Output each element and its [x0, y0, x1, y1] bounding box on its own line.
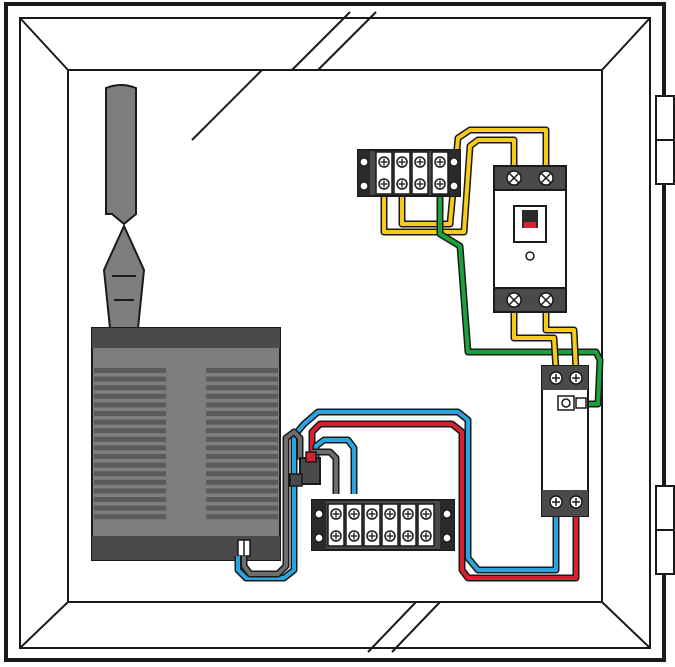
fin	[206, 402, 278, 408]
fin	[206, 385, 278, 391]
fin	[206, 445, 278, 451]
fin	[94, 497, 166, 502]
fin	[94, 462, 166, 468]
hinge-bottom	[655, 485, 675, 575]
fin	[206, 454, 278, 459]
hinge-top	[655, 95, 675, 185]
fin	[94, 368, 166, 373]
connector	[289, 451, 321, 487]
fin	[94, 514, 166, 520]
fin	[206, 471, 278, 477]
fin	[206, 411, 278, 416]
terminal-block-top	[357, 149, 461, 197]
fin	[94, 505, 166, 511]
fin	[206, 428, 278, 434]
fin	[94, 445, 166, 451]
breaker-indicator	[524, 222, 536, 228]
heat-sink-fins-left	[94, 368, 166, 520]
fin	[94, 385, 166, 391]
fin	[94, 393, 166, 399]
fin	[94, 376, 166, 382]
fin	[206, 436, 278, 442]
fin	[206, 376, 278, 382]
fin	[206, 505, 278, 511]
fin	[94, 471, 166, 477]
wires	[234, 126, 604, 582]
fin	[94, 488, 166, 494]
fin	[94, 402, 166, 408]
heat-sink-fins-right	[206, 368, 278, 520]
fin	[94, 454, 166, 459]
fin	[206, 368, 278, 373]
fin	[206, 514, 278, 520]
terminal-block-bottom	[311, 499, 455, 551]
fin	[94, 436, 166, 442]
fin	[206, 393, 278, 399]
fin	[206, 462, 278, 468]
fin	[94, 479, 166, 485]
fin	[94, 428, 166, 434]
device-unit	[91, 327, 281, 561]
surge-protector	[541, 365, 589, 517]
circuit-breaker	[493, 165, 567, 313]
fin	[206, 488, 278, 494]
fin	[94, 419, 166, 425]
fin	[206, 479, 278, 485]
fin	[206, 419, 278, 425]
fin	[94, 411, 166, 416]
fin	[206, 497, 278, 502]
